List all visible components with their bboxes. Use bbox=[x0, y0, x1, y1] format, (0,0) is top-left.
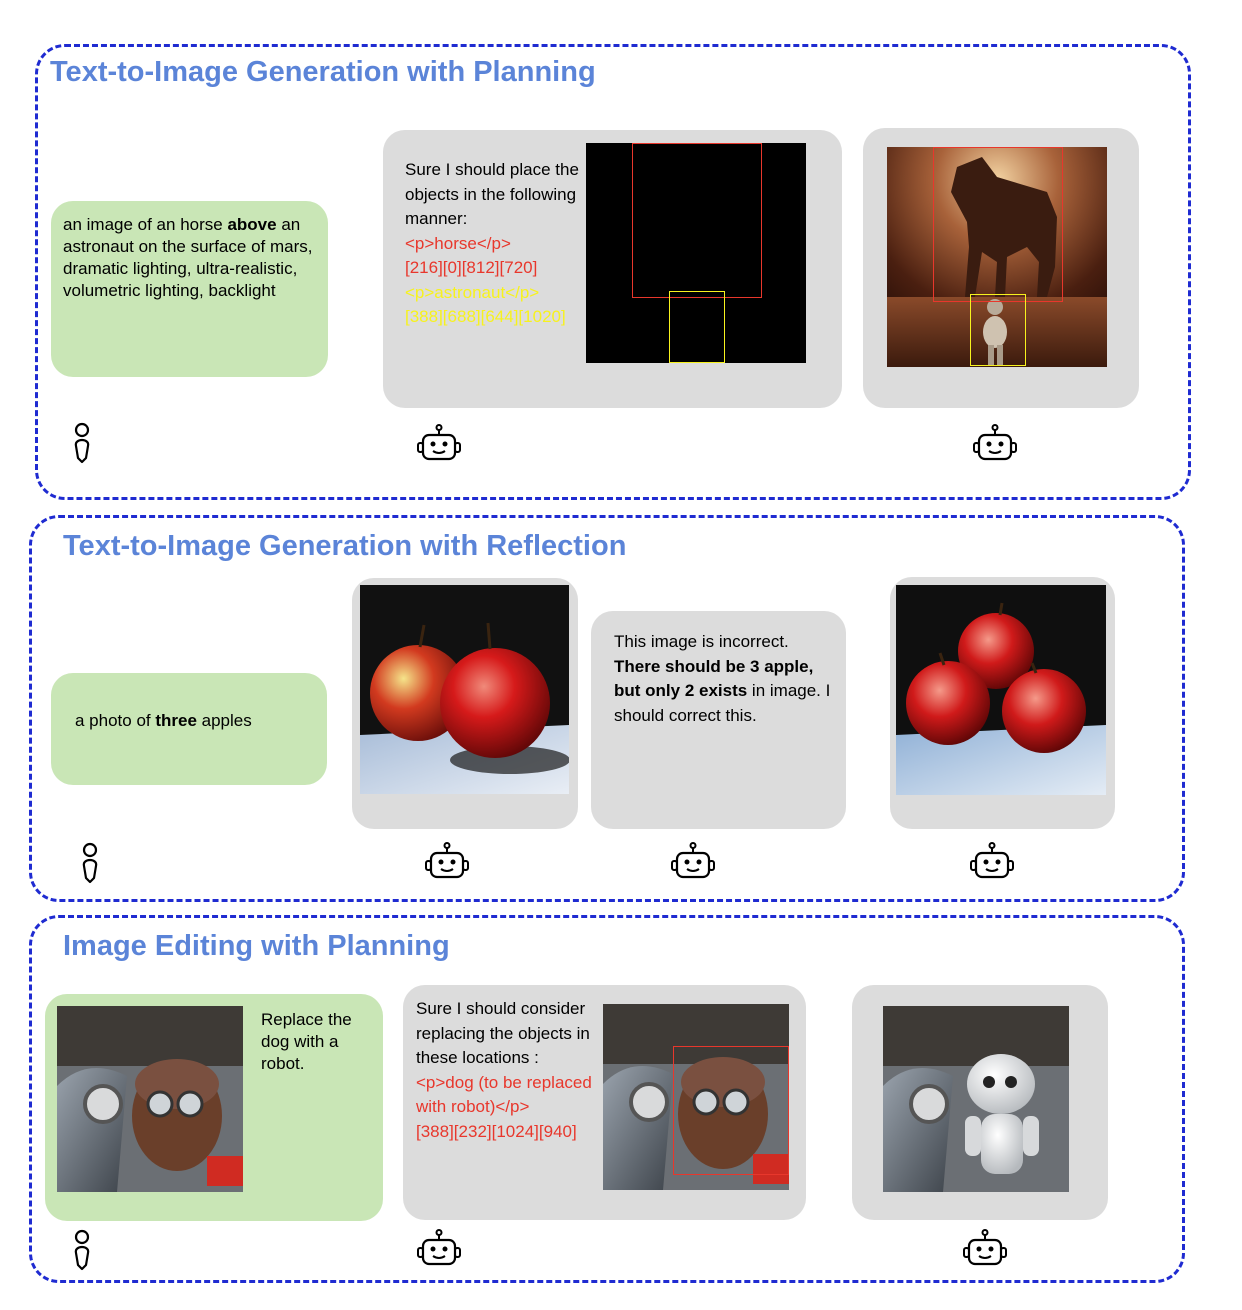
section-reflection-panel bbox=[29, 515, 1185, 902]
person-icon bbox=[70, 422, 94, 464]
assistant-reflection-bubble bbox=[591, 611, 846, 829]
horse-astronaut-image bbox=[887, 147, 1107, 367]
reflection-text: This image is incorrect. There should be… bbox=[614, 632, 831, 725]
robot-icon bbox=[972, 424, 1018, 462]
plan-dog-tag: <p>dog (to be replaced with robot)</p> bbox=[416, 1072, 592, 1117]
layout-canvas bbox=[586, 143, 806, 363]
three-apples-image bbox=[896, 585, 1106, 795]
robot-icon bbox=[424, 842, 470, 880]
user-prompt-text: Replace the dog with a robot. bbox=[261, 1010, 352, 1073]
plan-horse-tag: <p>horse</p> bbox=[405, 233, 511, 253]
plan-text: Sure I should place the objects in the f… bbox=[405, 158, 585, 330]
horse-box bbox=[632, 143, 762, 298]
robot-icon bbox=[670, 842, 716, 880]
plan-astronaut-coords: [388][688][644][1020] bbox=[405, 307, 566, 326]
section-title-editing: Image Editing with Planning bbox=[63, 930, 450, 962]
robot-icon bbox=[416, 1229, 462, 1267]
user-prompt-bubble bbox=[51, 201, 328, 377]
plan-dog-coords: [388][232][1024][940] bbox=[416, 1121, 577, 1141]
user-prompt-bubble bbox=[51, 673, 327, 785]
section-title-reflection: Text-to-Image Generation with Reflection bbox=[63, 530, 627, 562]
person-icon bbox=[70, 1229, 94, 1271]
plan-horse-coords: [216][0][812][720] bbox=[405, 258, 538, 277]
horse-box-overlay bbox=[933, 147, 1063, 302]
robot-icon bbox=[962, 1229, 1008, 1267]
robot-icon bbox=[969, 842, 1015, 880]
user-prompt-text: an image of an horse above an astronaut … bbox=[63, 215, 313, 300]
astronaut-box bbox=[669, 291, 725, 363]
plan-astronaut-tag: <p>astronaut</p> bbox=[405, 282, 540, 302]
section-editing-panel bbox=[29, 915, 1185, 1283]
plan-intro: Sure I should place the objects in the f… bbox=[405, 160, 579, 228]
two-apples-image bbox=[360, 585, 569, 794]
astronaut-box-overlay bbox=[970, 294, 1026, 366]
section-title-planning: Text-to-Image Generation with Planning bbox=[50, 56, 596, 88]
dog-box bbox=[673, 1046, 789, 1175]
dog-car-image bbox=[57, 1006, 243, 1192]
plan-intro: Sure I should consider replacing the obj… bbox=[416, 999, 590, 1067]
user-prompt-text: a photo of three apples bbox=[75, 711, 252, 730]
person-icon bbox=[78, 842, 102, 884]
robot-car-image bbox=[883, 1006, 1069, 1192]
robot-icon bbox=[416, 424, 462, 462]
section-planning-panel bbox=[35, 44, 1191, 500]
dog-car-layout-image bbox=[603, 1004, 789, 1190]
plan-text: Sure I should consider replacing the obj… bbox=[416, 997, 598, 1144]
